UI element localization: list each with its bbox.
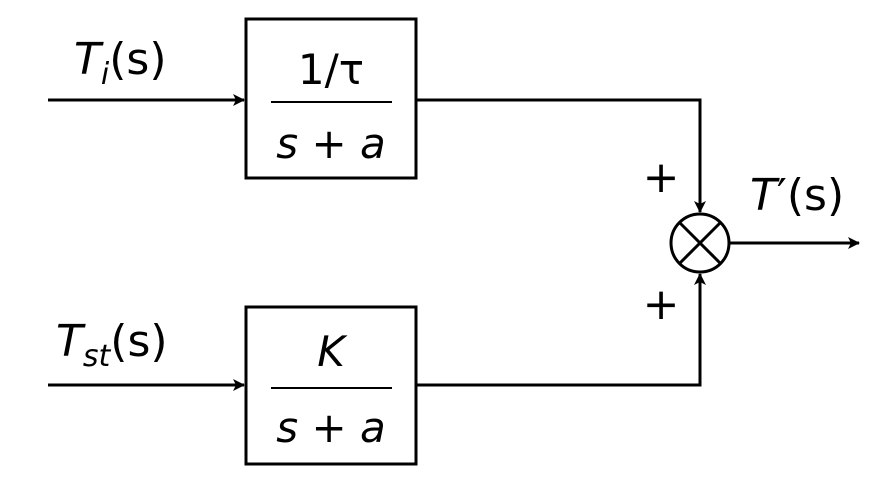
input-top-arg: (s)	[109, 34, 166, 85]
summing-junction	[669, 212, 731, 274]
bottom-branch-wire	[416, 273, 706, 387]
output-symbol: T	[750, 170, 780, 221]
input-bottom-subscript: st	[83, 339, 112, 374]
block-bottom-numerator: K	[317, 327, 348, 376]
output-arg: (s)	[787, 170, 844, 221]
output-label: T′(s)	[750, 170, 844, 221]
input-label-top: Ti(s)	[74, 34, 167, 92]
top-branch-wire	[416, 98, 706, 213]
input-label-bottom: Tst(s)	[56, 316, 168, 374]
block-top-denominator: s + a	[276, 119, 386, 168]
sum-sign-bottom: +	[643, 279, 680, 330]
input-bottom-symbol: T	[56, 316, 86, 367]
block-bottom-denominator: s + a	[276, 403, 386, 452]
input-bottom-arg: (s)	[110, 316, 167, 367]
block-top-numerator: 1/τ	[298, 45, 364, 94]
output-prime: ′	[777, 170, 787, 221]
input-top-symbol: T	[74, 34, 104, 85]
transfer-block-bottom	[244, 305, 418, 466]
sum-sign-top: +	[643, 152, 680, 203]
input-top-subscript: i	[101, 57, 110, 92]
transfer-block-top	[244, 17, 418, 180]
